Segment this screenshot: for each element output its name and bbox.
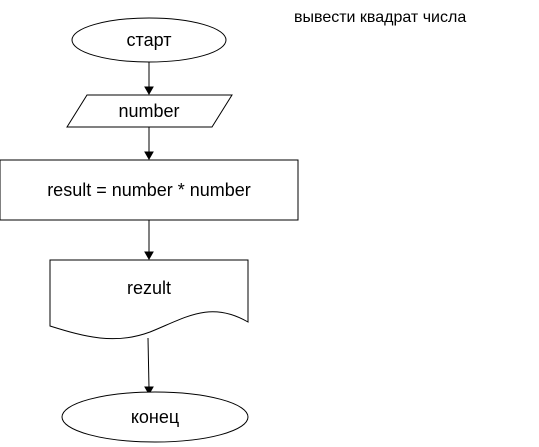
edge-output-to-end-line: [147, 337, 150, 389]
input-parallelogram: [66, 94, 233, 128]
arrowhead-icon: [144, 86, 154, 96]
arrowhead-icon: [144, 151, 154, 161]
start-node: старт: [71, 17, 227, 63]
end-label: конец: [131, 407, 179, 427]
output-document: [49, 259, 249, 340]
arrowhead-icon: [144, 251, 154, 261]
start-label: старт: [127, 30, 172, 50]
end-node: конец: [61, 391, 249, 443]
edge-process-to-output: [144, 220, 154, 261]
output-node: rezult: [49, 259, 249, 340]
edge-output-to-end: [144, 337, 154, 396]
input-node: number: [66, 94, 233, 128]
edge-input-to-process: [144, 127, 154, 161]
input-label: number: [118, 101, 179, 121]
process-rectangle: [0, 159, 299, 221]
process-node: result = number * number: [0, 159, 299, 221]
end-ellipse: [61, 391, 249, 443]
arrowhead-icon: [144, 386, 154, 396]
diagram-caption: вывести квадрат числа: [294, 9, 467, 26]
edge-start-to-input: [144, 62, 154, 96]
process-label: result = number * number: [47, 180, 251, 200]
output-label: rezult: [127, 278, 171, 298]
